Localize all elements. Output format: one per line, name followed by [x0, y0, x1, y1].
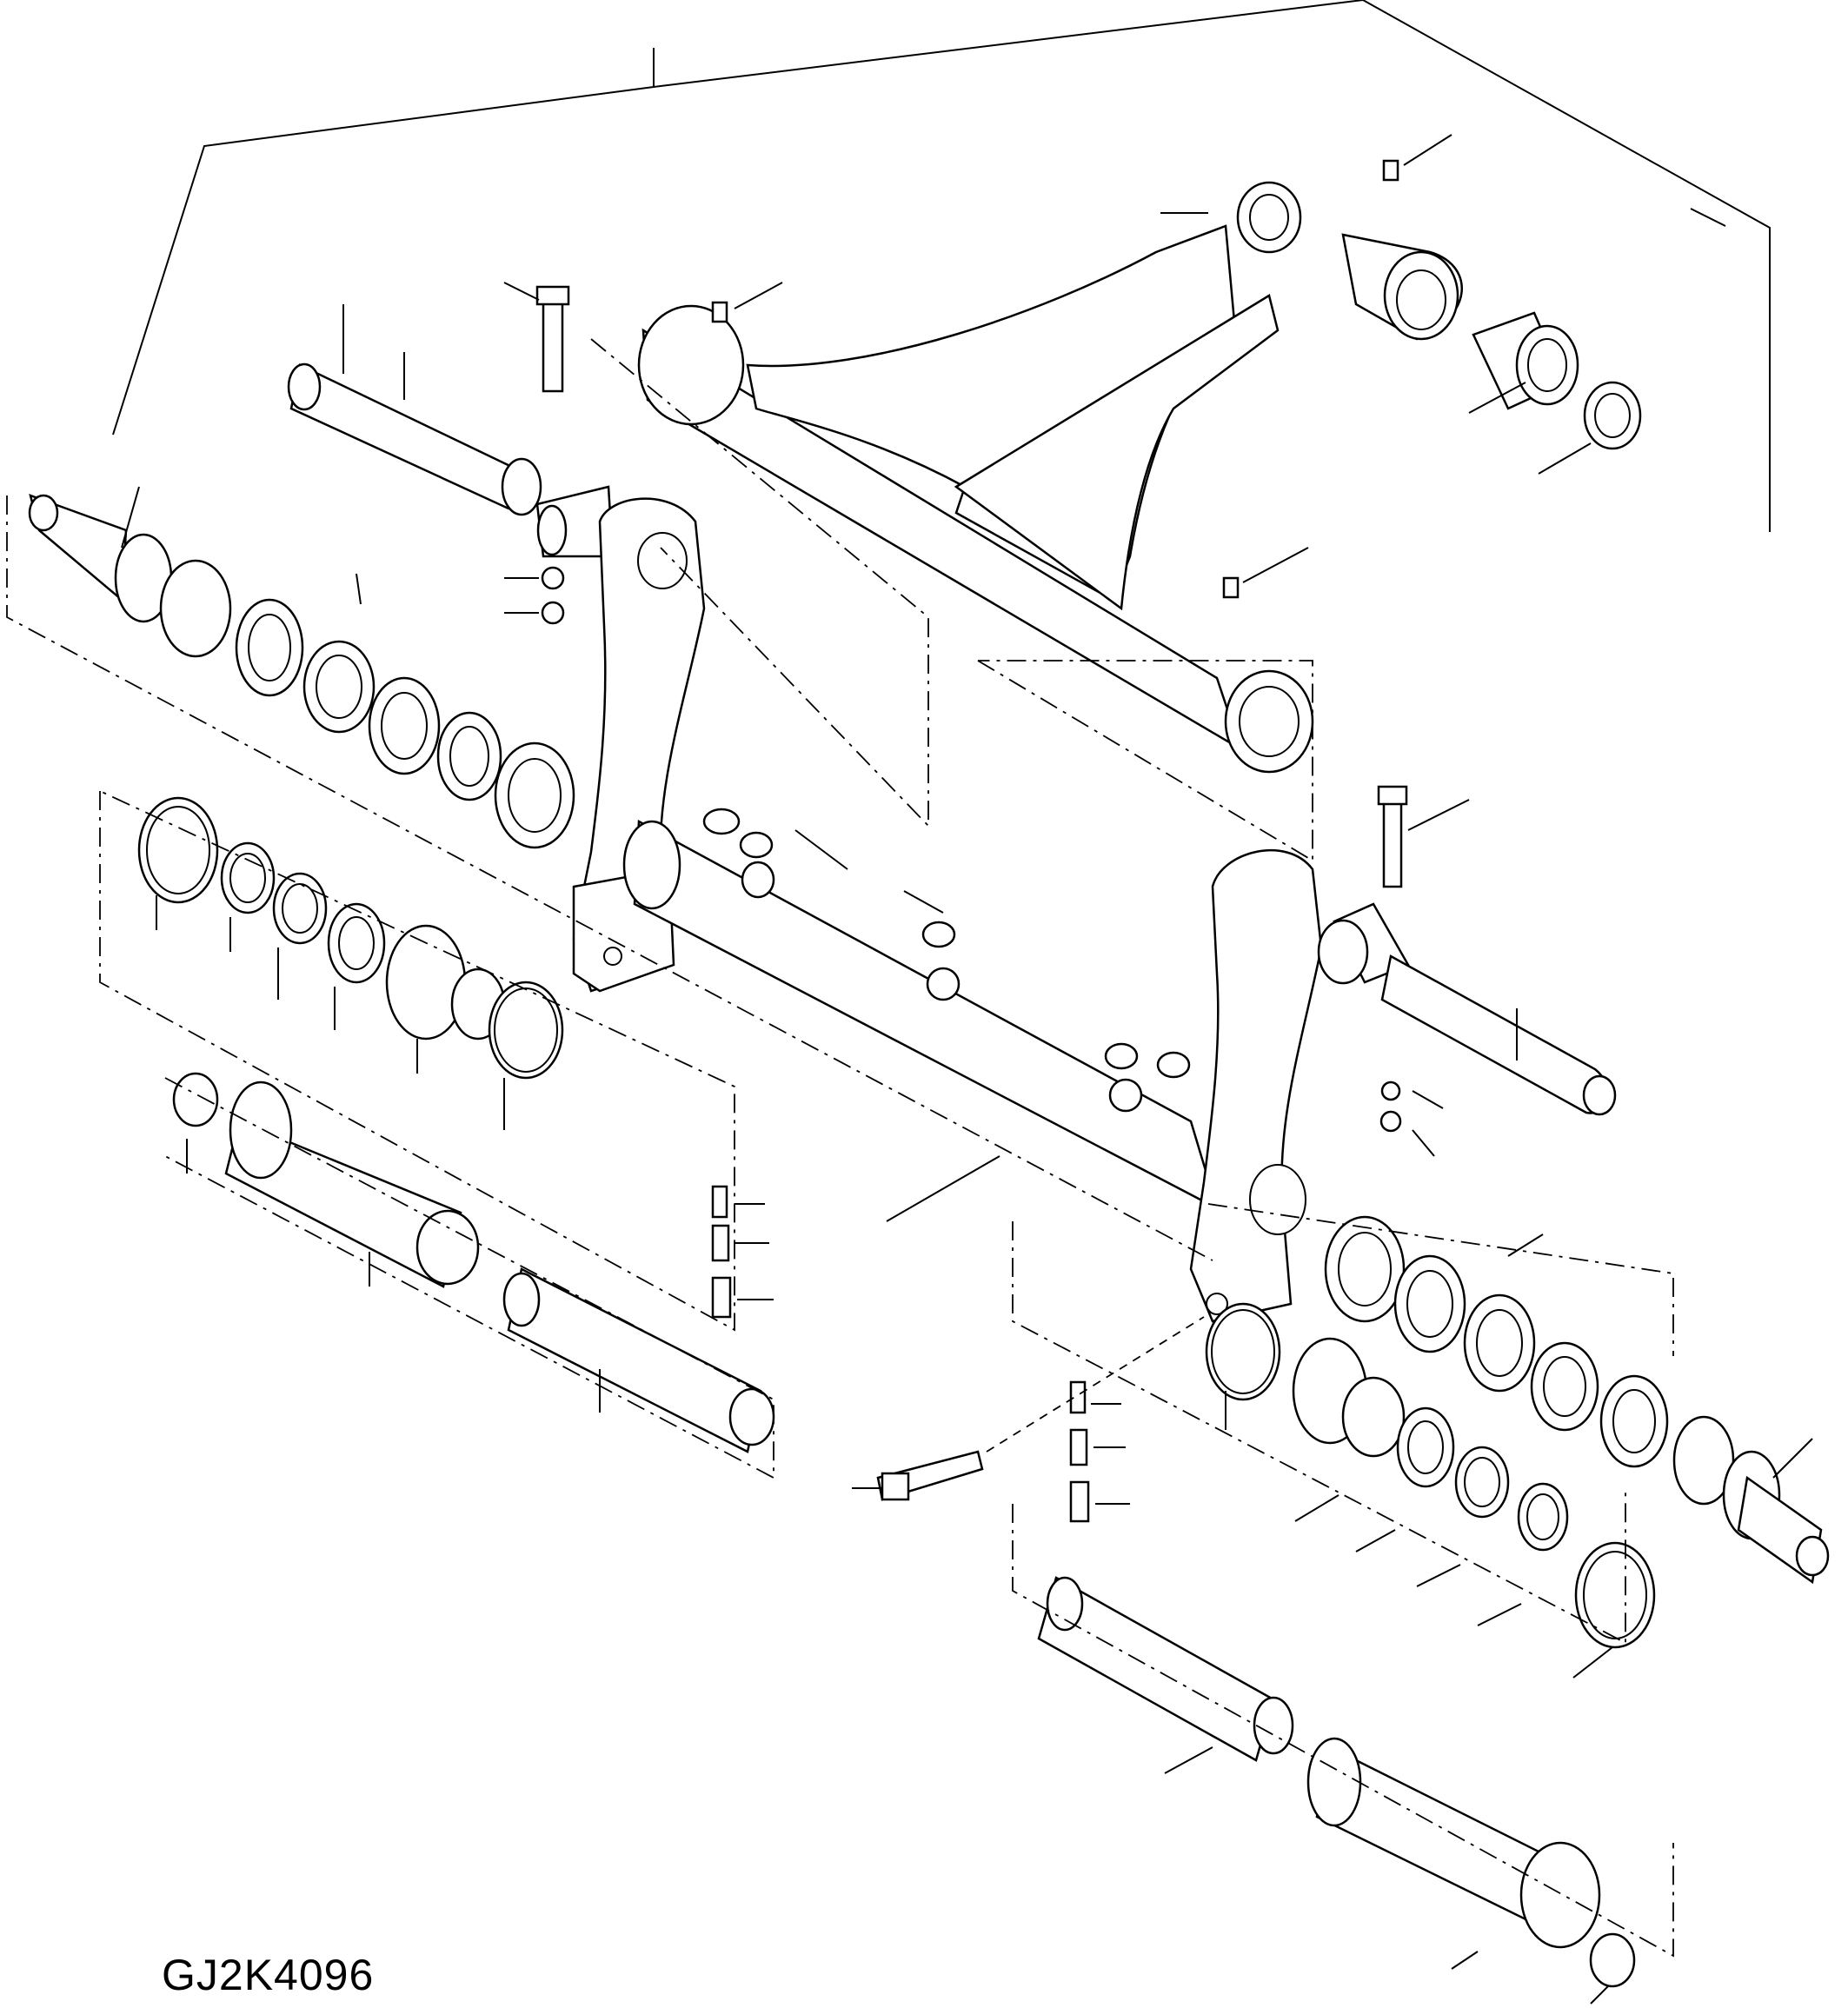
right-lower-shaft — [1037, 1576, 1636, 2005]
right-rocker-plate — [1189, 848, 1323, 1323]
long-bolt — [852, 1450, 984, 1501]
right-small-pins — [1069, 1380, 1130, 1523]
drawing-code-label: GJ2K4096 — [162, 1951, 375, 1999]
grease-fittings — [711, 134, 1452, 599]
equalizer-bushing-set — [1160, 181, 1726, 475]
upper-pins-and-bolts — [287, 282, 615, 625]
equalizer-bar — [637, 224, 1463, 774]
right-seal-set — [1205, 1302, 1656, 1679]
assembly-dash-lines — [6, 338, 1674, 1958]
left-small-pins — [711, 1185, 774, 1319]
main-shaft — [622, 819, 1220, 1222]
right-pin-and-bolt — [1317, 785, 1617, 1157]
left-seal-set — [137, 796, 564, 1130]
left-roller-stack — [28, 486, 575, 849]
assembly-bracket-lines — [112, 0, 1771, 532]
left-lower-shaft — [172, 1072, 775, 1453]
centre-plugs — [702, 808, 1191, 1113]
right-roller-stack — [1324, 1215, 1830, 1585]
